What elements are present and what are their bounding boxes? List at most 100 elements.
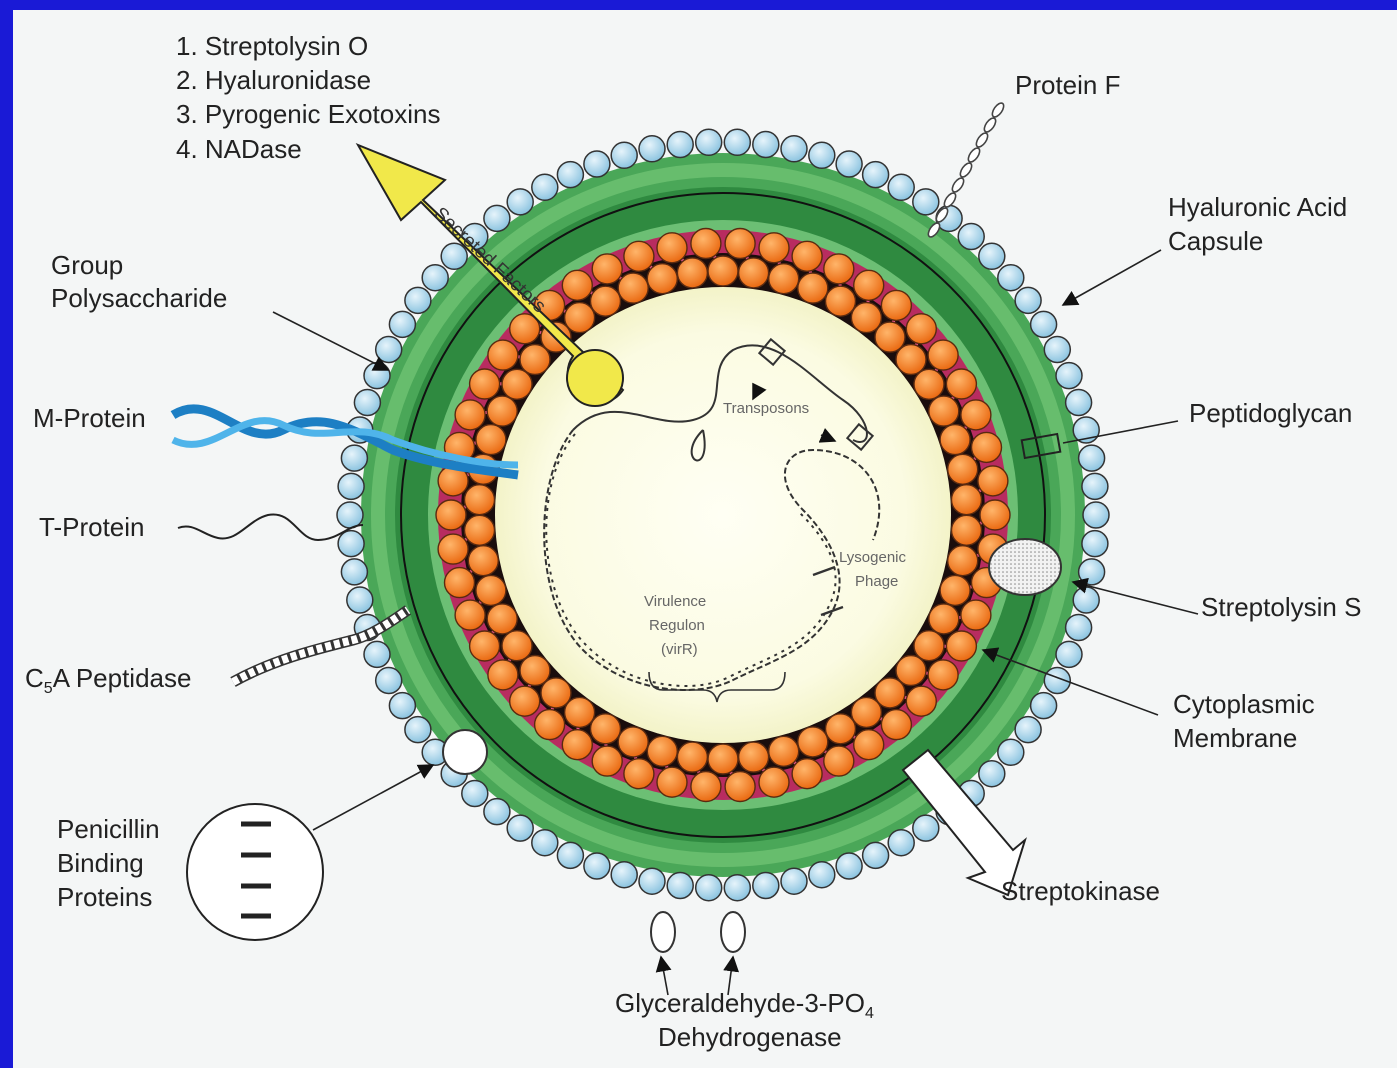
pbp-label-1: Penicillin xyxy=(57,814,160,844)
capsule-bead xyxy=(532,174,558,200)
capsule-bead xyxy=(364,641,390,667)
capsule-bead xyxy=(389,693,415,719)
lipid-head xyxy=(914,369,944,399)
capsule-bead xyxy=(913,189,939,215)
virulence-label-1: Virulence xyxy=(644,593,706,610)
capsule-bead xyxy=(1031,693,1057,719)
lipid-head xyxy=(510,686,540,716)
streptokinase-label: Streptokinase xyxy=(1001,876,1160,906)
lipid-head xyxy=(952,485,982,515)
capsule-bead xyxy=(484,799,510,825)
lipid-head xyxy=(940,425,970,455)
lipid-head xyxy=(502,631,532,661)
capsule-bead xyxy=(507,815,533,841)
lipid-head xyxy=(792,759,822,789)
lipid-head xyxy=(465,515,495,545)
capsule-bead xyxy=(639,136,665,162)
lipid-head xyxy=(624,241,654,271)
capsule-bead xyxy=(1066,615,1092,641)
lipid-head xyxy=(759,233,789,263)
gapdh-oval-1 xyxy=(651,912,675,952)
lipid-head xyxy=(677,258,707,288)
capsule-bead xyxy=(639,868,665,894)
capsule-bead xyxy=(1056,641,1082,667)
lipid-head xyxy=(708,256,738,286)
cytoplasmic-label-2: Membrane xyxy=(1173,723,1297,753)
lipid-head xyxy=(520,656,550,686)
lipid-head xyxy=(896,345,926,375)
lipid-head xyxy=(906,314,936,344)
streptolysin-s-label: Streptolysin S xyxy=(1201,592,1361,622)
capsule-bead xyxy=(913,815,939,841)
capsule-bead xyxy=(364,363,390,389)
capsule-bead xyxy=(1079,559,1105,585)
pbp-site xyxy=(443,730,487,774)
lysogenic-label-2: Phage xyxy=(855,573,898,590)
lipid-head xyxy=(824,254,854,284)
capsule-bead xyxy=(584,853,610,879)
capsule-bead xyxy=(507,189,533,215)
lipid-head xyxy=(928,340,958,370)
capsule-bead xyxy=(354,390,380,416)
capsule-bead xyxy=(376,668,402,694)
c5a-peptidase-label: C5A Peptidase xyxy=(25,663,191,697)
capsule-bead xyxy=(863,162,889,188)
lipid-head xyxy=(476,425,506,455)
lipid-head xyxy=(725,772,755,802)
capsule-bead xyxy=(338,473,364,499)
capsule-bead xyxy=(611,142,637,168)
lipid-head xyxy=(488,340,518,370)
protein-f-chain xyxy=(926,101,1006,239)
lipid-head xyxy=(562,730,592,760)
capsule-bead xyxy=(958,224,984,250)
lipid-head xyxy=(445,568,475,598)
capsule-bead xyxy=(405,287,431,313)
capsule-bead xyxy=(724,129,750,155)
cytoplasmic-label-1: Cytoplasmic xyxy=(1173,689,1315,719)
lipid-head xyxy=(851,697,881,727)
lipid-head xyxy=(455,600,485,630)
capsule-bead xyxy=(1079,445,1105,471)
streptolysin-s-blob xyxy=(989,539,1061,595)
capsule-bead xyxy=(376,337,402,363)
capsule-bead xyxy=(1031,311,1057,337)
capsule-bead xyxy=(781,136,807,162)
capsule-bead xyxy=(888,174,914,200)
capsule-label-2: Capsule xyxy=(1168,226,1263,256)
capsule-bead xyxy=(998,265,1024,291)
capsule-bead xyxy=(888,830,914,856)
secreted-item-3: 3. Pyrogenic Exotoxins xyxy=(176,99,440,129)
virulence-label-3: (virR) xyxy=(661,641,698,658)
lipid-head xyxy=(940,575,970,605)
secreted-item-4: 4. NADase xyxy=(176,134,302,164)
lipid-head xyxy=(798,273,828,303)
capsule-bead xyxy=(422,265,448,291)
gapdh-label-2: Dehydrogenase xyxy=(658,1022,842,1052)
group-polysaccharide-label-1: Group xyxy=(51,250,123,280)
lipid-head xyxy=(624,759,654,789)
lipid-head xyxy=(592,254,622,284)
capsule-bead xyxy=(667,873,693,899)
lipid-head xyxy=(565,303,595,333)
lipid-head xyxy=(881,710,911,740)
lipid-head xyxy=(468,546,498,576)
capsule-bead xyxy=(836,853,862,879)
lipid-head xyxy=(691,772,721,802)
lipid-head xyxy=(792,241,822,271)
capsule-label-1: Hyaluronic Acid xyxy=(1168,192,1347,222)
lipid-head xyxy=(929,604,959,634)
group-polysaccharide-label-2: Polysaccharide xyxy=(51,283,227,313)
lipid-head xyxy=(725,229,755,259)
lipid-head xyxy=(896,656,926,686)
capsule-bead xyxy=(724,875,750,901)
lipid-head xyxy=(798,727,828,757)
m-protein-label: M-Protein xyxy=(33,403,146,433)
capsule-bead xyxy=(781,868,807,894)
streptococcus-cell-diagram: Transposons Lysogenic Phage Virulence Re… xyxy=(13,10,1397,1068)
capsule-bead xyxy=(557,162,583,188)
secreted-item-1: 1. Streptolysin O xyxy=(176,31,368,61)
lipid-head xyxy=(470,631,500,661)
lipid-head xyxy=(739,742,769,772)
lipid-head xyxy=(657,233,687,263)
pbp-label-2: Binding xyxy=(57,848,144,878)
